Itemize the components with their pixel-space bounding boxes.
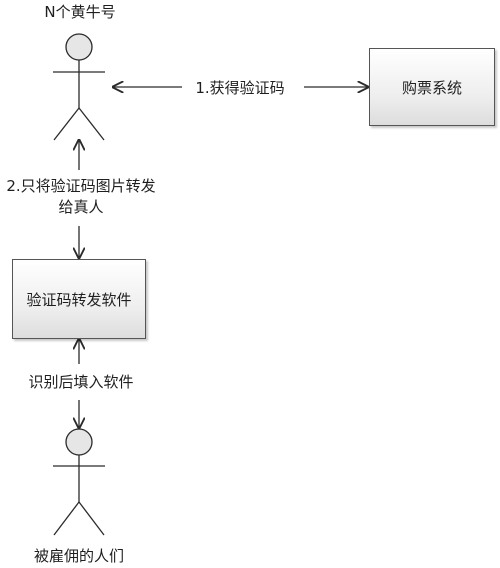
edge-get-captcha-label: 1.获得验证码 (195, 79, 285, 97)
forwarding-software-box: 验证码转发软件 (12, 259, 146, 339)
forwarding-software-label: 验证码转发软件 (26, 290, 132, 309)
actor-hired-head-icon (65, 428, 93, 456)
edge-forward-to-humans-label: 2.只将验证码图片转发给真人 (6, 177, 156, 216)
actor-scalper-head-icon (65, 33, 93, 61)
actor-hired-people-figure (53, 428, 105, 536)
ticket-system-box: 购票系统 (369, 48, 495, 126)
actor-scalper-label: N个黄牛号 (44, 3, 116, 21)
actor-hired-people-label: 被雇佣的人们 (33, 547, 124, 565)
actor-scalper-figure (53, 33, 105, 141)
edge-fill-in-software-label: 识别后填入软件 (28, 373, 134, 391)
ticket-system-label: 购票系统 (401, 78, 462, 97)
